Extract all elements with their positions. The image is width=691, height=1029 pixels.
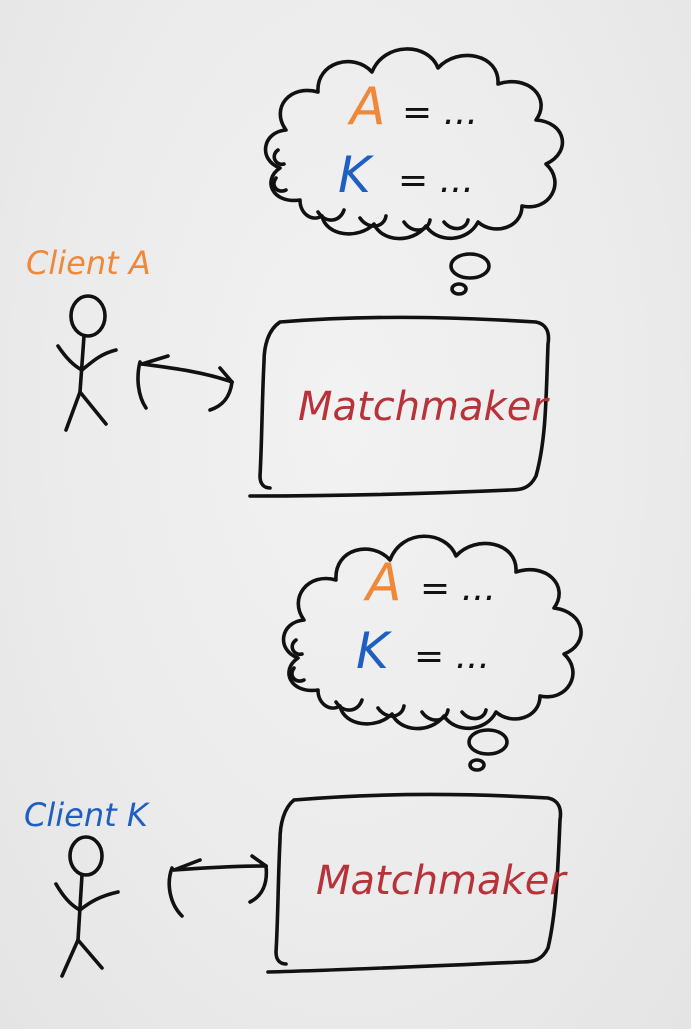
bottom-client-label: Client K <box>24 796 151 834</box>
bottom-thought-cloud: A = ... K = ... <box>281 534 583 731</box>
bottom-matchmaker-label: Matchmaker <box>316 858 568 904</box>
top-stick-figure-icon <box>56 294 118 432</box>
bottom-cloud-scallops <box>290 638 488 722</box>
bottom-stick-figure-icon <box>54 835 120 978</box>
top-thought-var-k: K <box>338 146 375 204</box>
top-client-label: Client A <box>26 244 151 282</box>
top-thought-var-a: A <box>347 77 386 137</box>
bottom-thought-var-a: A <box>363 553 402 613</box>
top-cloud-scallops <box>272 148 470 232</box>
bottom-thought-bubble-large <box>467 728 509 756</box>
top-cloud-outline <box>263 47 565 241</box>
top-thought-bubble-small <box>450 282 468 296</box>
top-matchmaker-box <box>248 315 551 498</box>
bottom-thought-bubble-small <box>468 758 486 772</box>
top-thought-rest-a: = ... <box>402 92 478 133</box>
top-section: A = ... K = ... Client A Ma <box>26 47 565 498</box>
bottom-double-arrow-icon <box>167 854 269 918</box>
top-matchmaker-label: Matchmaker <box>298 384 550 430</box>
top-double-arrow-icon <box>136 354 234 412</box>
top-thought-rest-k: = ... <box>398 160 474 201</box>
bottom-matchmaker-box <box>266 792 563 974</box>
bottom-thought-var-k: K <box>356 622 393 680</box>
bottom-cloud-outline <box>281 534 583 731</box>
bottom-thought-rest-k: = ... <box>414 636 490 677</box>
bottom-section: A = ... K = ... Client K Ma <box>24 534 583 978</box>
top-thought-cloud: A = ... K = ... <box>263 47 565 241</box>
bottom-thought-rest-a: = ... <box>420 568 496 609</box>
top-thought-bubble-large <box>449 252 491 280</box>
